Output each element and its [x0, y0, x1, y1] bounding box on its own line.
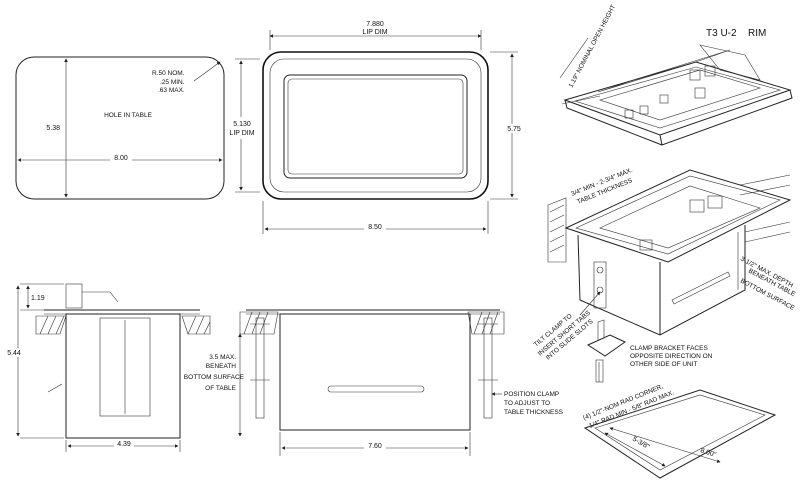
lip-width-label: LIP DIM: [362, 29, 387, 36]
max-depth-4: OF TABLE: [205, 385, 236, 392]
left-clamp: [255, 317, 265, 419]
lip-width-value: 7.880: [366, 21, 384, 28]
clamp-screw: [595, 359, 604, 383]
outer-height-value: 5.75: [507, 126, 521, 133]
front-width-value: 7.60: [368, 443, 382, 450]
hole-height-label: 5.38: [46, 125, 60, 132]
rim-height-value: 1.19: [31, 295, 45, 302]
side-body: [65, 313, 181, 439]
iso-bottom-plate: 5-3/8" 8.00" (4) 1/2"-NOM RAD CORNER, 1/…: [582, 383, 777, 479]
lip-height-label: LIP DIM: [229, 130, 254, 137]
outlet-icon: [707, 195, 723, 209]
plate-dim-b: 8.00": [699, 447, 717, 459]
clamp-bracket: [593, 261, 607, 309]
side-view: 1.19 5.44 4.39: [5, 283, 211, 452]
outlet-icon: [624, 109, 634, 119]
position-clamp-2: TO ADJUST TO: [504, 400, 550, 407]
position-clamp-3: TABLE THICKNESS: [504, 409, 564, 416]
outer-width-value: 8.50: [368, 224, 382, 231]
bracket-note-3: OTHER SIDE OF UNIT: [630, 361, 698, 368]
iso-top-lid: [597, 49, 731, 93]
radius-note-2: .25 MIN.: [160, 79, 185, 86]
rim-title: RIM: [748, 28, 766, 39]
max-depth-1: 3.5 MAX.: [209, 354, 236, 361]
side-clamp: [99, 317, 151, 417]
outlet-icon: [704, 65, 716, 77]
open-height-label: 1.19" NOMINAL OPEN HEIGHT: [568, 4, 618, 89]
lid-side: [65, 283, 83, 309]
max-depth-3: BOTTOM SURFACE: [184, 374, 245, 381]
hole-width-label: 8.00: [114, 155, 128, 162]
front-slot: [327, 385, 425, 393]
front-view: 3.5 MAX. BENEATH BOTTOM SURFACE OF TABLE…: [184, 309, 564, 456]
radius-note-3: .63 MAX.: [158, 87, 185, 94]
outlet-icon: [639, 239, 653, 251]
outlet-icon: [659, 94, 669, 104]
side-depth-value: 4.39: [117, 441, 131, 448]
radius-leader: [193, 61, 221, 82]
hole-label: HOLE IN TABLE: [104, 112, 152, 119]
outlet-icon: [639, 105, 649, 115]
hole-outline: [15, 56, 225, 200]
iso-top-rim: [563, 61, 792, 136]
iso-top-unit: 1.19" NOMINAL OPEN HEIGHT: [559, 4, 793, 146]
lid-panel: [283, 74, 468, 179]
model-title: T3 U-2: [706, 28, 737, 39]
iso-mid-body: [577, 225, 746, 336]
total-height-value: 5.44: [7, 350, 21, 357]
bracket-detail: [586, 319, 626, 383]
side-slot: [671, 271, 731, 305]
lid-inset: [287, 78, 464, 175]
outlet-icon: [689, 69, 701, 81]
inner-rim: [269, 58, 482, 193]
outlet-icon: [689, 199, 705, 213]
iso-mid-unit: 3/4" MIN - 2-3/4" MAX. TABLE THICKNESS 3…: [547, 167, 797, 336]
bracket-note-2: OPPOSITE DIRECTION ON: [630, 353, 713, 360]
outlet-icon: [694, 87, 706, 99]
front-body: [279, 313, 471, 431]
position-clamp-1: POSITION CLAMP: [504, 391, 559, 398]
hole-view: 5.38 8.00 HOLE IN TABLE R.50 NOM. .25 MI…: [15, 56, 225, 200]
lip-height-value: 5.130: [233, 121, 251, 128]
right-clamp: [483, 317, 493, 419]
iso-mid-rim: [564, 169, 792, 263]
radius-note-1: R.50 NOM.: [152, 70, 185, 77]
top-view: 7.880 LIP DIM 5.130 LIP DIM 5.75 8.50: [228, 21, 523, 234]
max-depth-2: BENEATH: [206, 363, 237, 370]
outer-rim: [262, 51, 489, 200]
bracket-note-1: CLAMP BRACKET FACES: [630, 345, 708, 352]
